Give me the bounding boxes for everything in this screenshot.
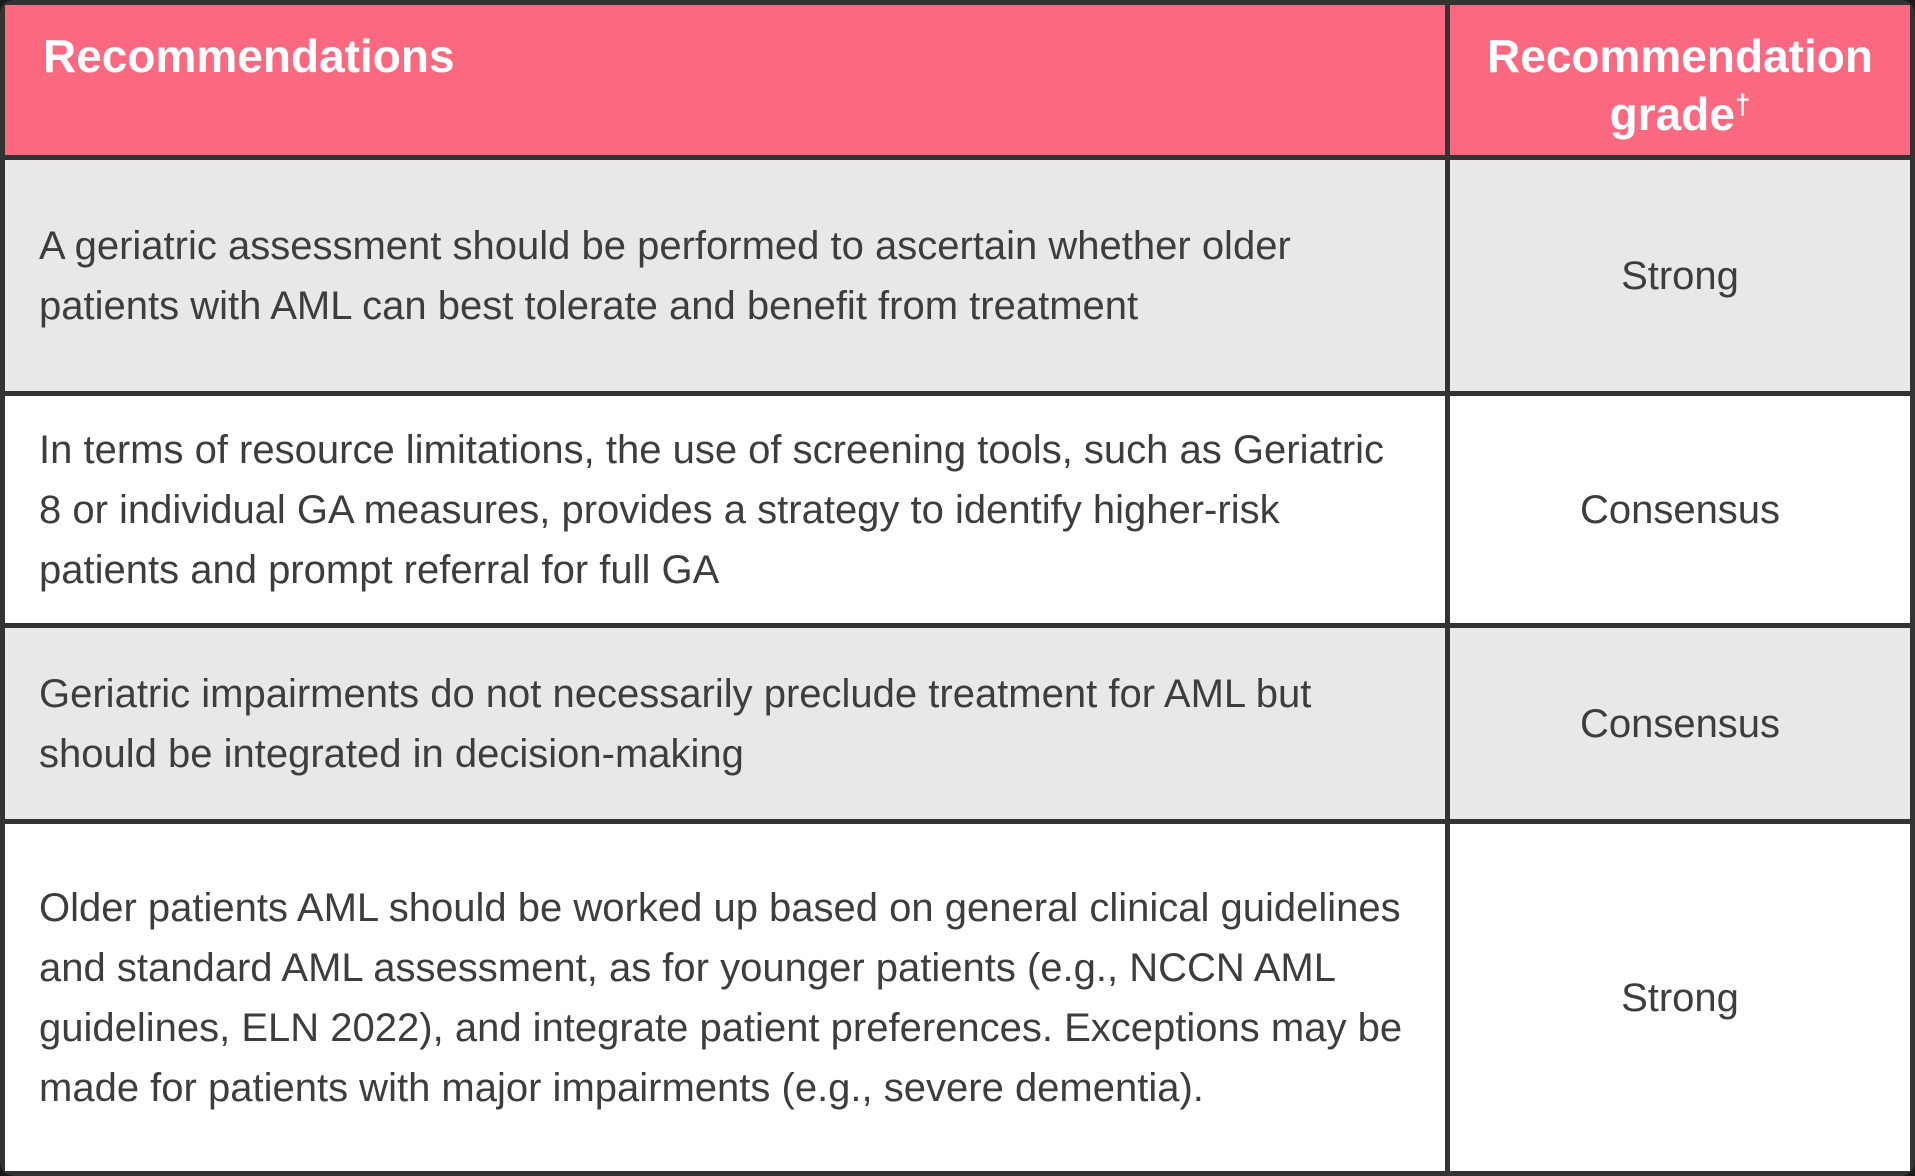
table-row-recommendation: Older patients AML should be worked up b… bbox=[5, 824, 1445, 1171]
table-grid: Recommendations Recommendation grade† A … bbox=[5, 5, 1910, 1171]
recommendation-text: A geriatric assessment should be perform… bbox=[39, 223, 1291, 328]
recommendation-text: Geriatric impairments do not necessarily… bbox=[39, 671, 1312, 776]
recommendation-text: Older patients AML should be worked up b… bbox=[39, 885, 1403, 1110]
table-row-grade: Consensus bbox=[1450, 628, 1910, 819]
table-row-grade: Strong bbox=[1450, 160, 1910, 391]
column-header-grade-text: Recommendation grade† bbox=[1487, 30, 1873, 140]
grade-value: Strong bbox=[1621, 253, 1739, 298]
table-row-grade: Strong bbox=[1450, 824, 1910, 1171]
table-row-recommendation: In terms of resource limitations, the us… bbox=[5, 396, 1445, 623]
recommendation-text: In terms of resource limitations, the us… bbox=[39, 427, 1385, 592]
grade-value: Strong bbox=[1621, 975, 1739, 1020]
column-header-recommendation-grade: Recommendation grade† bbox=[1450, 5, 1910, 155]
table-row-recommendation: A geriatric assessment should be perform… bbox=[5, 160, 1445, 391]
dagger-footnote-marker: † bbox=[1734, 88, 1751, 120]
table-row-recommendation: Geriatric impairments do not necessarily… bbox=[5, 628, 1445, 819]
table-row-grade: Consensus bbox=[1450, 396, 1910, 623]
grade-value: Consensus bbox=[1579, 701, 1781, 746]
grade-value: Consensus bbox=[1579, 487, 1781, 532]
column-header-recommendations: Recommendations bbox=[5, 5, 1445, 155]
